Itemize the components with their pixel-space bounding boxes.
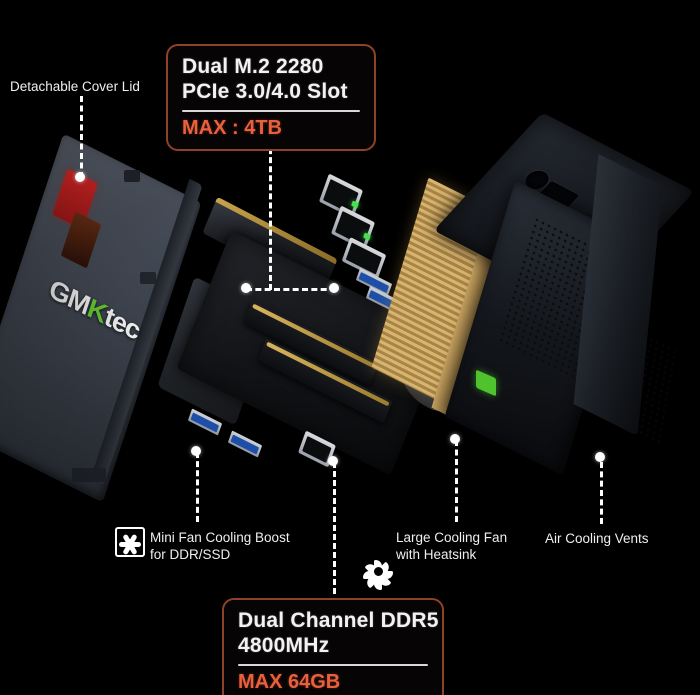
usb-port-4 [227,430,263,458]
leader-dot-m2-left [241,283,251,293]
leader-line-ddr5 [333,462,336,594]
lid-foot [140,272,156,284]
leader-line-m2-horizontal [246,288,336,291]
chassis-shell-graphic [433,112,696,492]
label-large-fan: Large Cooling Fan with Heatsink [396,530,508,562]
label-air-vents: Air Cooling Vents [545,531,649,546]
callout-ddr5-divider [238,664,428,666]
callout-m2-line1: Dual M.2 2280 [182,55,324,78]
label-cover-lid: Detachable Cover Lid [10,79,140,94]
callout-ddr5-memory: Dual Channel DDR5 4800MHz MAX 64GB [222,598,444,695]
leader-line-cover-lid [80,96,83,178]
leader-dot-m2-right [329,283,339,293]
callout-ddr5-line2: 4800MHz [238,634,330,657]
callout-ddr5-line1: Dual Channel DDR5 [238,609,439,632]
cover-lid-graphic: GMKtec [0,133,203,503]
leader-line-air-vents [600,462,603,524]
leader-dot-air-vents [595,452,605,462]
leader-dot-ddr5 [328,456,338,466]
leader-line-large-fan [455,440,458,522]
callout-ddr5-max: MAX 64GB [238,671,341,693]
lid-foot [124,170,140,182]
spiral-fan-icon [361,554,395,590]
label-mini-fan: Mini Fan Cooling Boost for DDR/SSD [150,530,290,562]
leader-line-m2-vertical [269,130,272,290]
callout-m2-line2: PCIe 3.0/4.0 Slot [182,80,348,103]
leader-dot-cover-lid [75,172,85,182]
callout-m2-divider [182,110,360,112]
callout-m2-max: MAX : 4TB [182,117,282,139]
leader-dot-large-fan [450,434,460,444]
leader-dot-mini-fan [191,446,201,456]
leader-line-mini-fan [196,452,199,522]
callout-m2-slot: Dual M.2 2280 PCIe 3.0/4.0 Slot MAX : 4T… [166,44,376,151]
square-fan-icon [115,527,145,557]
lid-foot [72,468,106,482]
